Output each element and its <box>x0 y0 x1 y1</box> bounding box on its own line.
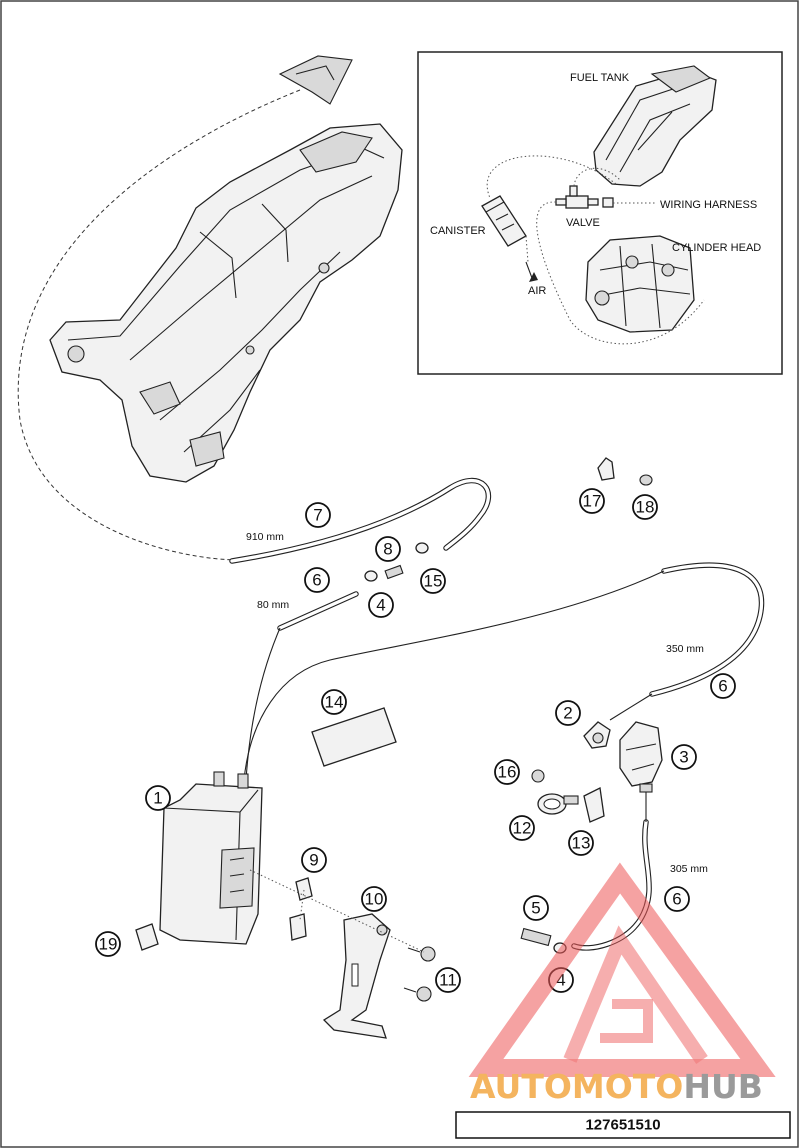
inset-label-air: AIR <box>528 285 546 297</box>
svg-text:8: 8 <box>383 540 392 559</box>
callout-7: 7 <box>305 502 331 528</box>
measure-hose-7: 910 mm <box>246 531 284 543</box>
inset-schematic: FUEL TANK CANISTER VALVE WIRING HARNESS … <box>417 51 783 375</box>
callout-19: 19 <box>95 931 121 957</box>
inset-cylinder-head-drawing <box>585 235 695 333</box>
measure-hose-6b: 350 mm <box>666 643 704 655</box>
svg-text:15: 15 <box>424 572 443 591</box>
callout-14: 14 <box>321 689 347 715</box>
callout-1: 1 <box>145 785 171 811</box>
svg-text:18: 18 <box>636 498 655 517</box>
callout-3: 3 <box>671 744 697 770</box>
holding-bracket-part-10 <box>322 913 391 1039</box>
inset-label-wiring-harness: WIRING HARNESS <box>660 199 757 211</box>
assembly-dashed-line-2 <box>299 889 305 921</box>
svg-text:7: 7 <box>313 506 322 525</box>
callout-17: 17 <box>579 488 605 514</box>
svg-text:10: 10 <box>365 890 384 909</box>
inset-fuel-tank-drawing <box>593 65 717 187</box>
callout-9: 9 <box>301 847 327 873</box>
inset-label-fuel-tank: FUEL TANK <box>570 72 630 84</box>
callout-2: 2 <box>555 700 581 726</box>
part-code: 127651510 <box>585 1117 660 1134</box>
svg-text:3: 3 <box>679 748 688 767</box>
svg-text:17: 17 <box>583 492 602 511</box>
svg-text:2: 2 <box>563 704 572 723</box>
seat-cover-part <box>278 55 353 105</box>
svg-text:4: 4 <box>376 596 385 615</box>
screws-part-11 <box>403 946 436 1002</box>
callout-8: 8 <box>375 536 401 562</box>
svg-text:4: 4 <box>556 971 565 990</box>
callout-6a: 6 <box>304 567 330 593</box>
measure-hose-6c: 305 mm <box>670 863 708 875</box>
inset-label-valve: VALVE <box>566 217 600 229</box>
callout-10: 10 <box>361 886 387 912</box>
callout-11: 11 <box>435 967 461 993</box>
cap-part-19 <box>135 923 159 951</box>
clamp-and-fitting-parts <box>364 542 429 582</box>
callout-6c: 6 <box>664 886 690 912</box>
svg-text:12: 12 <box>513 819 532 838</box>
assembly-dashed-line <box>249 869 425 953</box>
part-code-box <box>455 1111 791 1139</box>
hoses <box>229 477 765 951</box>
callout-16: 16 <box>494 759 520 785</box>
bracket-part-13 <box>583 787 605 823</box>
svg-text:14: 14 <box>325 693 344 712</box>
callout-15: 15 <box>420 568 446 594</box>
watermark-text-automoto: AUTOMOTOHUB <box>470 1067 763 1106</box>
svg-text:6: 6 <box>718 677 727 696</box>
hose-routing-dashed-line <box>17 89 301 561</box>
callout-6b: 6 <box>710 673 736 699</box>
watermark-logo <box>468 862 776 1077</box>
callout-5: 5 <box>523 895 549 921</box>
svg-text:19: 19 <box>99 935 118 954</box>
clip-part-12 <box>537 793 579 815</box>
mount-parts-17-18 <box>597 457 653 486</box>
svg-text:1: 1 <box>153 789 162 808</box>
measure-hose-6a: 80 mm <box>257 599 289 611</box>
inset-valve-drawing <box>555 185 614 209</box>
svg-text:11: 11 <box>439 971 457 990</box>
svg-text:6: 6 <box>312 571 321 590</box>
inset-label-cylinder-head: CYLINDER HEAD <box>672 242 761 254</box>
frame-assembly-drawing <box>49 55 403 483</box>
svg-text:6: 6 <box>672 890 681 909</box>
label-sticker-14 <box>311 707 397 767</box>
purge-valve-part-3 <box>619 721 663 793</box>
connector-part-2 <box>583 721 611 749</box>
callout-4a: 4 <box>368 592 394 618</box>
svg-text:5: 5 <box>531 899 540 918</box>
callout-12: 12 <box>509 815 535 841</box>
callout-13: 13 <box>568 830 594 856</box>
charcoal-canister-part-1 <box>159 771 263 945</box>
clip-nut-part-9 <box>289 877 313 941</box>
svg-text:13: 13 <box>572 834 591 853</box>
svg-text:16: 16 <box>498 763 517 782</box>
svg-text:9: 9 <box>309 851 318 870</box>
inset-label-canister: CANISTER <box>430 225 486 237</box>
bolt-part-16 <box>531 769 545 783</box>
callout-18: 18 <box>632 494 658 520</box>
